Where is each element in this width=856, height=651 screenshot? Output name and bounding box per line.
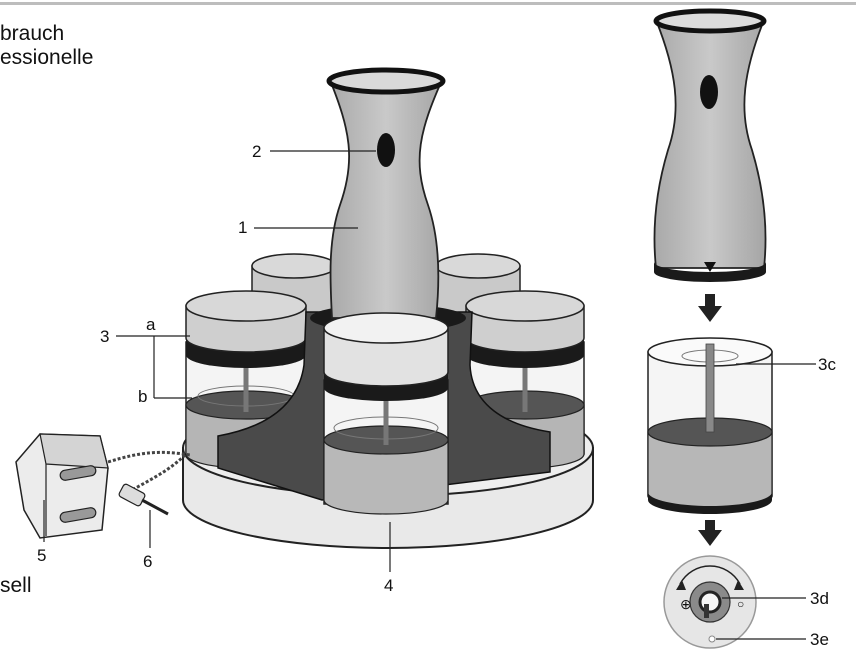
- leader-lines-right: [716, 363, 816, 640]
- label-a: a: [146, 315, 156, 334]
- label-1: 1: [238, 218, 247, 237]
- label-4: 4: [384, 576, 393, 595]
- arrow-down-2: [698, 520, 722, 546]
- power-adapter: [15, 433, 191, 539]
- top-border: [0, 2, 856, 5]
- dial-plus-mark: ⊕: [680, 596, 692, 612]
- dial-minus-mark: ○: [737, 597, 744, 611]
- label-2: 2: [252, 142, 261, 161]
- power-cable: [118, 453, 187, 516]
- grinder-main: [326, 67, 446, 319]
- grinder-detached: [653, 8, 767, 282]
- grinder-button: [377, 133, 395, 167]
- cut-off-heading: brauch essionelle: [0, 22, 93, 70]
- arrow-down-1: [698, 294, 722, 322]
- coarseness-dial: ⊕ ○: [663, 555, 757, 649]
- cut-line-1: brauch: [0, 22, 65, 45]
- shaker-detached: [647, 337, 773, 514]
- label-3e: 3e: [810, 630, 829, 649]
- label-b: b: [138, 387, 147, 406]
- label-5: 5: [37, 546, 46, 565]
- label-6: 6: [143, 552, 152, 571]
- shaker-front: [323, 312, 449, 515]
- label-3: 3: [100, 327, 109, 346]
- cut-line-2: essionelle: [0, 46, 94, 69]
- label-3d: 3d: [810, 589, 829, 608]
- label-3c: 3c: [818, 355, 836, 374]
- leader-lines-left: [43, 150, 391, 572]
- cut-off-caption: sell: [0, 574, 32, 597]
